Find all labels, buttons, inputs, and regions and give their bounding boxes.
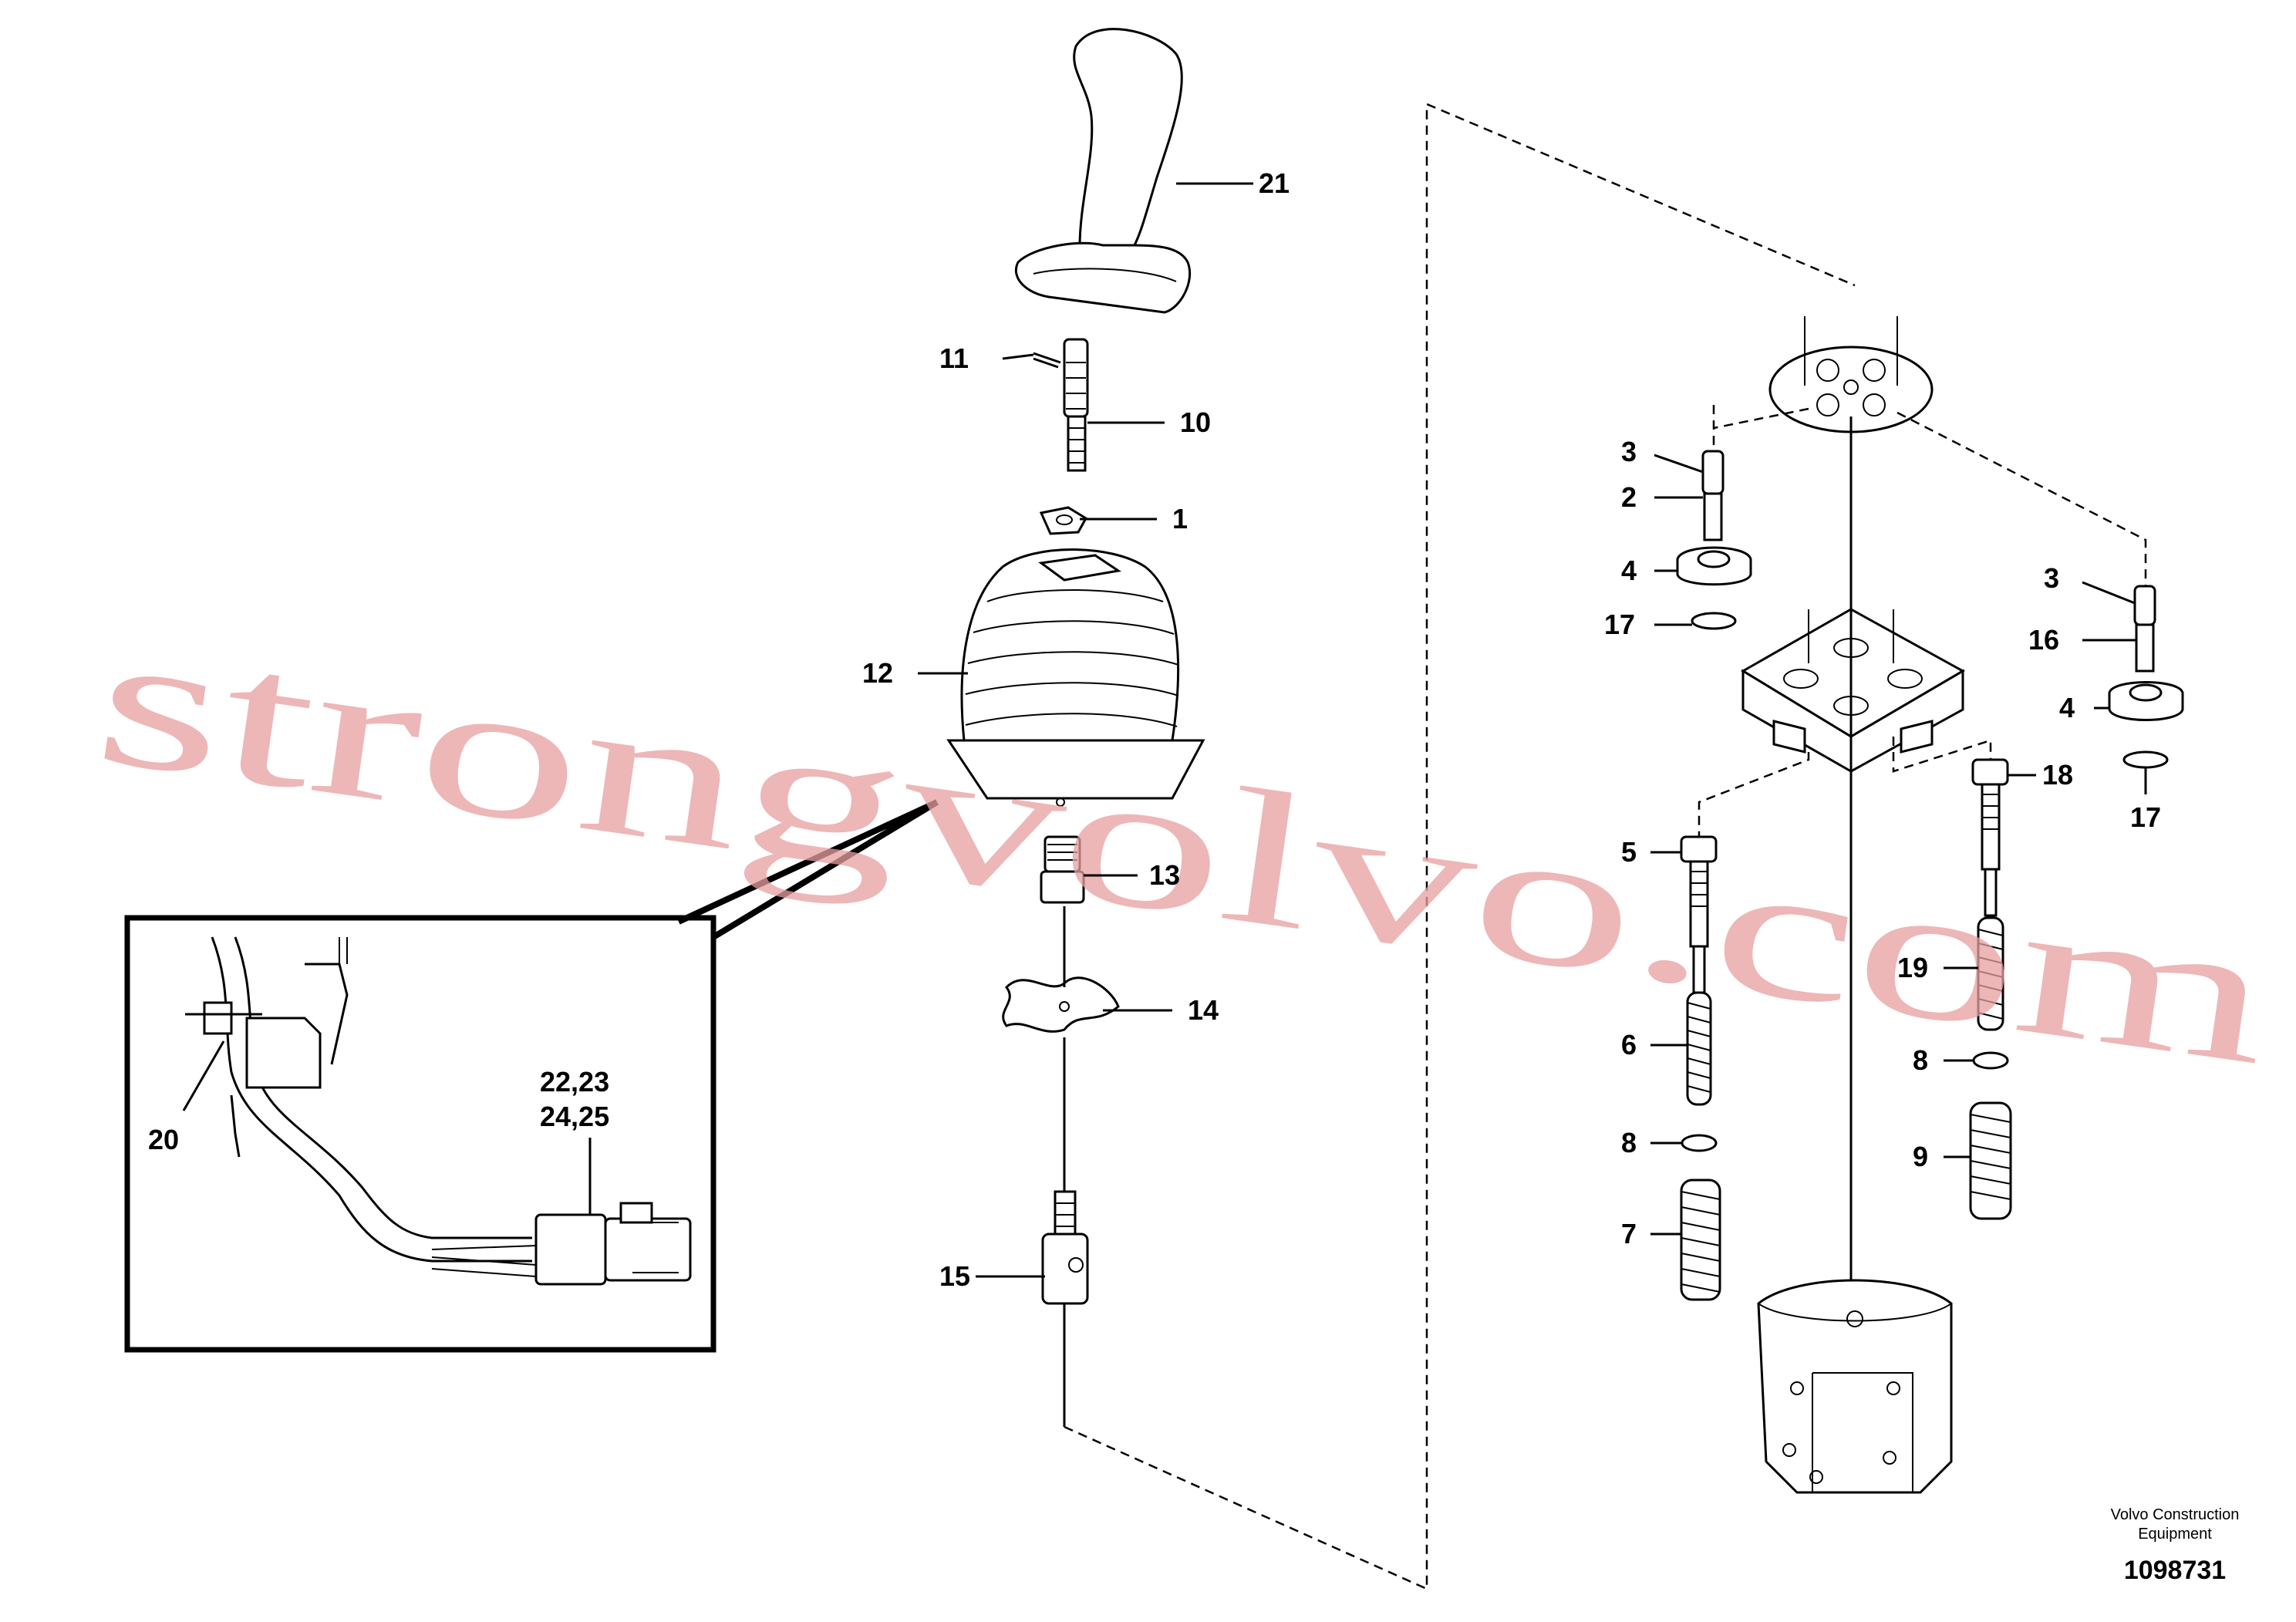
- label-1: 1: [1172, 503, 1188, 534]
- valve-body-part: [1757, 1279, 1953, 1494]
- joint-part: [1041, 1190, 1089, 1305]
- label-12: 12: [862, 657, 893, 689]
- label-13: 13: [1149, 859, 1180, 891]
- label-20: 20: [148, 1124, 179, 1155]
- label-8-right: 8: [1913, 1044, 1928, 1076]
- label-18: 18: [2042, 759, 2073, 791]
- shaft-part: [1063, 338, 1089, 472]
- spool-left: [1680, 835, 1721, 1301]
- bellows-boot-part: [946, 548, 1205, 807]
- fitting-part: [1040, 835, 1085, 904]
- label-5: 5: [1621, 836, 1637, 868]
- label-2: 2: [1621, 481, 1637, 513]
- label-7: 7: [1621, 1218, 1637, 1249]
- label-17-right: 17: [2130, 801, 2161, 833]
- label-3-left: 3: [1621, 436, 1637, 467]
- label-11: 11: [939, 342, 969, 374]
- label-3-right: 3: [2044, 562, 2059, 594]
- handle-part: [1014, 28, 1192, 314]
- label-4-left: 4: [1621, 555, 1637, 586]
- guide-block-part: [1741, 608, 1966, 773]
- label-21: 21: [1259, 167, 1290, 199]
- document-number: 1098731: [2124, 1556, 2226, 1585]
- brand-line-1: Volvo Construction: [2111, 1506, 2240, 1523]
- label-10: 10: [1180, 406, 1211, 438]
- label-15: 15: [939, 1260, 970, 1292]
- plate-part: [1002, 976, 1120, 1033]
- leader-lines: [182, 182, 2147, 1278]
- label-8-left: 8: [1621, 1127, 1637, 1158]
- brand-line-2: Equipment: [2138, 1526, 2212, 1543]
- nut-part: [1039, 506, 1088, 535]
- label-16: 16: [2028, 624, 2059, 656]
- label-19: 19: [1897, 952, 1928, 983]
- label-24-25: 24,25: [540, 1101, 609, 1132]
- label-14: 14: [1188, 994, 1219, 1026]
- label-6: 6: [1621, 1029, 1637, 1061]
- label-17-left: 17: [1604, 609, 1635, 640]
- plunger-left: [1676, 450, 1752, 630]
- inset-detail: [124, 799, 939, 1353]
- label-4-right: 4: [2059, 692, 2075, 723]
- label-22-23: 22,23: [540, 1066, 609, 1098]
- pin-part: [1033, 352, 1061, 369]
- label-9: 9: [1913, 1141, 1928, 1172]
- plunger-right: [2108, 585, 2184, 769]
- spool-right: [1969, 758, 2012, 1220]
